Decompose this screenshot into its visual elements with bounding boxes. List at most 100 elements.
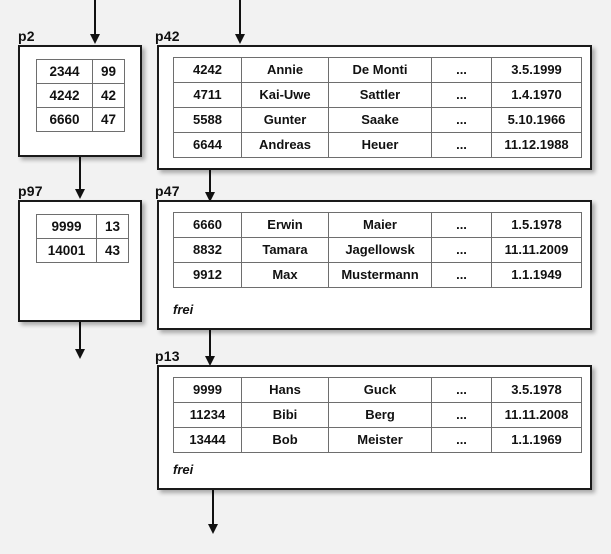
cell-key: 5588 xyxy=(173,107,242,133)
cell-key: 9999 xyxy=(36,214,97,239)
cell-birthdate: 1.4.1970 xyxy=(491,82,582,108)
page-block-p13[interactable]: 9999 Hans Guck ... 3.5.1978 11234 Bibi B… xyxy=(157,365,592,490)
cell-key: 14001 xyxy=(36,238,97,263)
table-row: 6644 Andreas Heuer ... 11.12.1988 xyxy=(173,132,582,158)
page-label-p42: p42 xyxy=(155,28,180,44)
table-row: 2344 99 xyxy=(36,59,125,84)
cell-birthdate: 1.1.1949 xyxy=(491,262,582,288)
cell-birthdate: 11.11.2008 xyxy=(491,402,582,428)
arrow-head xyxy=(205,192,215,202)
arrow-head xyxy=(75,349,85,359)
arrow-shaft xyxy=(94,0,96,36)
free-space-label-p13: frei xyxy=(173,462,194,477)
record-table-p97: 9999 13 14001 43 xyxy=(36,214,129,263)
cell-firstname: Gunter xyxy=(241,107,329,133)
cell-lastname: Jagellowsk xyxy=(328,237,432,263)
arrow-head xyxy=(208,524,218,534)
page-label-p13: p13 xyxy=(155,348,180,364)
cell-lastname: Mustermann xyxy=(328,262,432,288)
table-row: 14001 43 xyxy=(36,238,129,263)
cell-key: 4242 xyxy=(36,83,93,108)
table-row: 4242 Annie De Monti ... 3.5.1999 xyxy=(173,57,582,83)
cell-more: ... xyxy=(431,262,492,288)
cell-lastname: Maier xyxy=(328,212,432,238)
cell-key: 8832 xyxy=(173,237,242,263)
cell-more: ... xyxy=(431,237,492,263)
cell-pointer: 42 xyxy=(92,83,125,108)
cell-birthdate: 1.5.1978 xyxy=(491,212,582,238)
table-row: 9999 13 xyxy=(36,214,129,239)
cell-more: ... xyxy=(431,132,492,158)
page-label-p2: p2 xyxy=(18,28,35,44)
cell-birthdate: 3.5.1999 xyxy=(491,57,582,83)
cell-birthdate: 3.5.1978 xyxy=(491,377,582,403)
cell-firstname: Bob xyxy=(241,427,329,453)
cell-firstname: Tamara xyxy=(241,237,329,263)
table-row: 6660 Erwin Maier ... 1.5.1978 xyxy=(173,212,582,238)
page-label-p47: p47 xyxy=(155,183,180,199)
page-label-p97: p97 xyxy=(18,183,43,199)
arrow-head xyxy=(235,34,245,44)
cell-lastname: De Monti xyxy=(328,57,432,83)
cell-firstname: Andreas xyxy=(241,132,329,158)
cell-firstname: Erwin xyxy=(241,212,329,238)
table-row: 13444 Bob Meister ... 1.1.1969 xyxy=(173,427,582,453)
page-block-p42[interactable]: 4242 Annie De Monti ... 3.5.1999 4711 Ka… xyxy=(157,45,592,170)
table-row: 6660 47 xyxy=(36,107,125,132)
cell-lastname: Guck xyxy=(328,377,432,403)
record-table-p47: 6660 Erwin Maier ... 1.5.1978 8832 Tamar… xyxy=(173,212,582,288)
cell-key: 4711 xyxy=(173,82,242,108)
cell-birthdate: 1.1.1969 xyxy=(491,427,582,453)
cell-firstname: Bibi xyxy=(241,402,329,428)
page-block-p2[interactable]: 2344 99 4242 42 6660 47 xyxy=(18,45,142,157)
cell-more: ... xyxy=(431,377,492,403)
cell-lastname: Sattler xyxy=(328,82,432,108)
table-row: 4242 42 xyxy=(36,83,125,108)
table-row: 11234 Bibi Berg ... 11.11.2008 xyxy=(173,402,582,428)
table-row: 9912 Max Mustermann ... 1.1.1949 xyxy=(173,262,582,288)
record-table-p42: 4242 Annie De Monti ... 3.5.1999 4711 Ka… xyxy=(173,57,582,158)
arrow-shaft xyxy=(79,157,81,191)
cell-key: 9999 xyxy=(173,377,242,403)
cell-key: 13444 xyxy=(173,427,242,453)
arrow-shaft xyxy=(239,0,241,36)
cell-more: ... xyxy=(431,57,492,83)
cell-pointer: 99 xyxy=(92,59,125,84)
page-block-p97[interactable]: 9999 13 14001 43 xyxy=(18,200,142,322)
cell-birthdate: 5.10.1966 xyxy=(491,107,582,133)
cell-more: ... xyxy=(431,107,492,133)
cell-firstname: Kai-Uwe xyxy=(241,82,329,108)
arrow-head xyxy=(75,189,85,199)
cell-birthdate: 11.11.2009 xyxy=(491,237,582,263)
cell-more: ... xyxy=(431,402,492,428)
free-space-label-p47: frei xyxy=(173,302,194,317)
cell-key: 6660 xyxy=(173,212,242,238)
record-table-p13: 9999 Hans Guck ... 3.5.1978 11234 Bibi B… xyxy=(173,377,582,453)
table-row: 9999 Hans Guck ... 3.5.1978 xyxy=(173,377,582,403)
cell-firstname: Hans xyxy=(241,377,329,403)
table-row: 5588 Gunter Saake ... 5.10.1966 xyxy=(173,107,582,133)
arrow-shaft xyxy=(212,490,214,526)
cell-key: 2344 xyxy=(36,59,93,84)
cell-more: ... xyxy=(431,427,492,453)
arrow-shaft xyxy=(209,330,211,358)
cell-more: ... xyxy=(431,212,492,238)
cell-key: 6644 xyxy=(173,132,242,158)
cell-key: 4242 xyxy=(173,57,242,83)
cell-pointer: 43 xyxy=(96,238,129,263)
cell-lastname: Saake xyxy=(328,107,432,133)
page-block-p47[interactable]: 6660 Erwin Maier ... 1.5.1978 8832 Tamar… xyxy=(157,200,592,330)
cell-pointer: 47 xyxy=(92,107,125,132)
cell-key: 11234 xyxy=(173,402,242,428)
arrow-shaft xyxy=(209,170,211,194)
cell-firstname: Max xyxy=(241,262,329,288)
cell-lastname: Meister xyxy=(328,427,432,453)
cell-lastname: Berg xyxy=(328,402,432,428)
arrow-head xyxy=(205,356,215,366)
table-row: 4711 Kai-Uwe Sattler ... 1.4.1970 xyxy=(173,82,582,108)
table-row: 8832 Tamara Jagellowsk ... 11.11.2009 xyxy=(173,237,582,263)
cell-lastname: Heuer xyxy=(328,132,432,158)
cell-pointer: 13 xyxy=(96,214,129,239)
arrow-shaft xyxy=(79,322,81,351)
